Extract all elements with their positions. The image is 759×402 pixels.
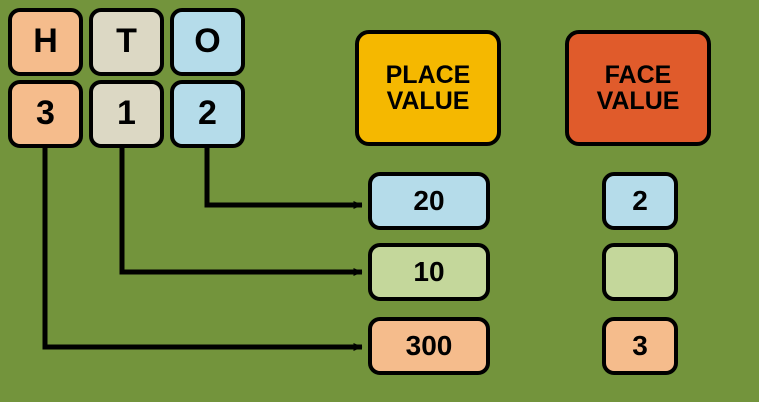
face-value-header: FACE VALUE [565,30,711,146]
place-value-header-line1: PLACE [385,60,471,89]
connector-ones-to-20 [204,148,363,209]
connector-tens-to-10 [119,148,363,276]
place-label-hundreds: H [8,8,83,76]
face-value-box-ones: 2 [602,172,678,230]
digit-tens: 1 [89,80,164,148]
place-value-box-ones: 20 [368,172,490,230]
place-value-header-line2: VALUE [386,87,470,115]
digit-hundreds: 3 [8,80,83,148]
place-value-box-hundreds: 300 [368,317,490,375]
place-value-box-tens: 10 [368,243,490,301]
place-value-header: PLACE VALUE [355,30,501,146]
face-value-header-line2: VALUE [596,87,680,115]
connector-hundreds-to-300 [42,148,363,351]
place-label-tens: T [89,8,164,76]
face-value-header-line1: FACE [604,60,672,89]
face-value-box-hundreds: 3 [602,317,678,375]
place-label-ones: O [170,8,245,76]
face-value-box-tens [602,243,678,301]
digit-ones: 2 [170,80,245,148]
